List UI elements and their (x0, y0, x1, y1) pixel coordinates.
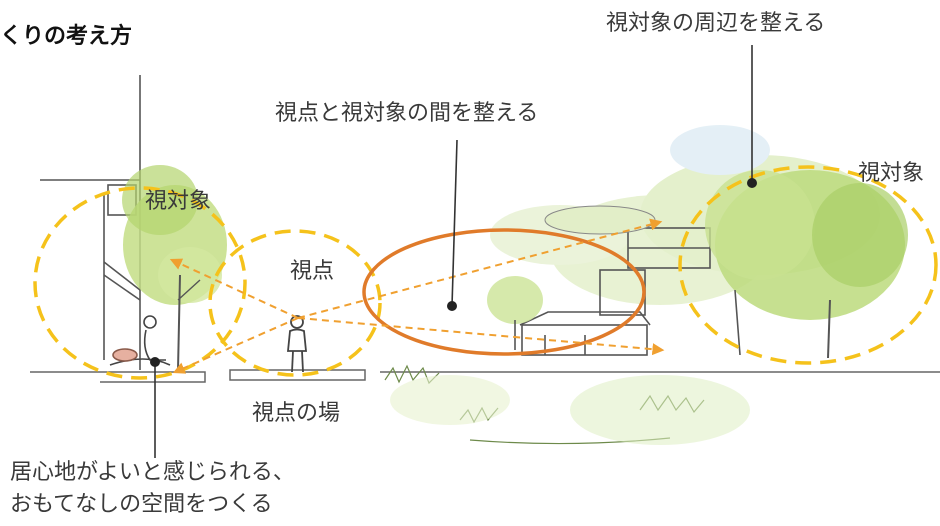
seated-person (109, 315, 171, 366)
label-between: 視点と視対象の間を整える (275, 101, 539, 126)
label-surroundings: 視対象の周辺を整える (606, 11, 826, 36)
label-view-object-left: 視対象 (145, 189, 212, 214)
viewpoint-circle (208, 229, 382, 377)
dashed-circles (33, 165, 938, 380)
right-trees (487, 170, 908, 359)
between-ellipse (362, 228, 646, 356)
sight-lines (169, 218, 665, 374)
page-title: くりの考え方 (0, 24, 133, 49)
caption-line-1: 居心地がよいと感じられる、 (10, 460, 295, 485)
right-buildings (519, 227, 711, 356)
ground-lines (30, 369, 940, 383)
leader-lines (154, 45, 753, 458)
label-viewpoint: 視点 (290, 259, 335, 284)
right-view-object-circle (678, 165, 938, 365)
standing-person (287, 315, 307, 373)
left-view-object-circle (33, 186, 247, 380)
label-viewpoint-place: 視点の場 (252, 401, 341, 426)
caption-line-2: おもてなしの空間をつくる (10, 491, 273, 517)
left-tree (122, 165, 227, 371)
caption: 居心地がよいと感じられる、 おもてなしの空間をつくる (10, 457, 295, 521)
foreground-grass (384, 364, 750, 445)
left-building (40, 75, 141, 370)
label-view-object-right: 視対象 (858, 161, 925, 186)
leader-dots (150, 178, 757, 367)
